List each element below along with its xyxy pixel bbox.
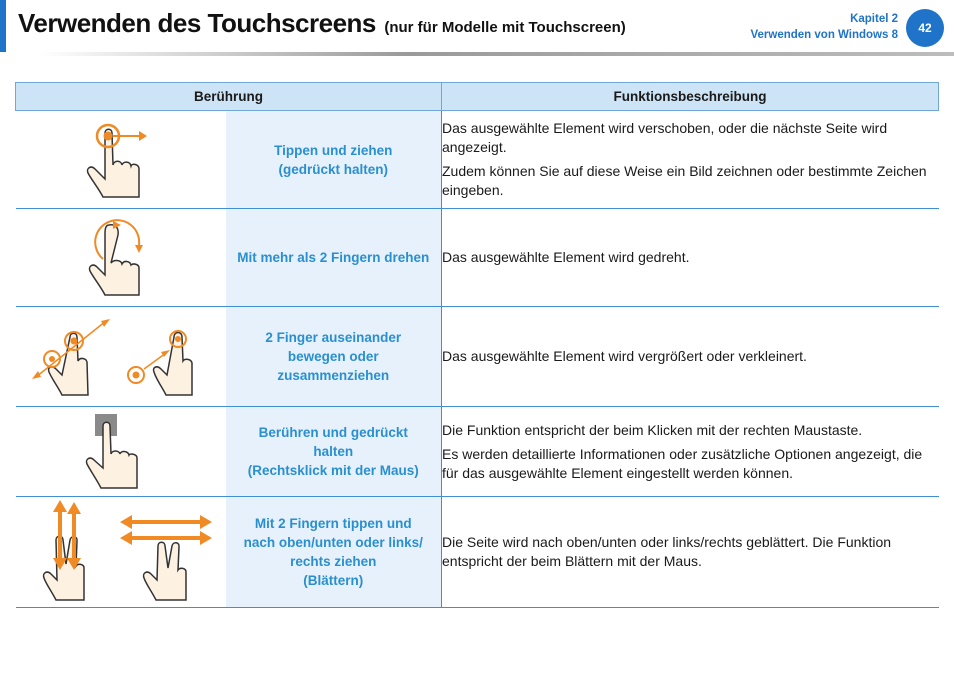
description-text: Die Funktion entspricht der beim Klicken… bbox=[442, 421, 863, 438]
gesture-label: zusammenziehen bbox=[277, 368, 390, 383]
description-text: Es werden detaillierte Informationen ode… bbox=[442, 445, 923, 481]
description-cell: Das ausgewählte Element wird verschoben,… bbox=[441, 110, 939, 209]
two-finger-scroll-gesture-icon bbox=[42, 500, 212, 601]
tap-and-drag-gesture-icon bbox=[86, 123, 147, 198]
gesture-label: halten bbox=[313, 444, 354, 459]
gesture-label: (Blättern) bbox=[303, 573, 364, 588]
gesture-icon-cell bbox=[15, 110, 226, 209]
page-title-block: Verwenden des Touchscreens (nur für Mode… bbox=[18, 8, 626, 39]
gesture-name-cell: 2 Finger auseinander bewegen oder zusamm… bbox=[225, 306, 442, 407]
gesture-label: Berühren und gedrückt bbox=[258, 425, 408, 440]
gesture-label: Tippen und ziehen bbox=[274, 142, 393, 158]
page-number-badge: 42 bbox=[906, 9, 944, 47]
description-text: Das ausgewählte Element wird gedreht. bbox=[442, 249, 690, 265]
header-divider bbox=[40, 52, 954, 56]
header-accent-bar bbox=[0, 0, 6, 52]
gesture-name-cell: Mit mehr als 2 Fingern drehen bbox=[225, 208, 442, 307]
table-row: Mit 2 Fingern tippen und nach oben/unten… bbox=[15, 496, 939, 608]
gesture-name-cell: Berühren und gedrückt halten (Rechtsklic… bbox=[225, 406, 442, 497]
description-text: Das ausgewählte Element wird vergrößert … bbox=[442, 348, 807, 364]
gesture-icon-cell bbox=[15, 208, 226, 307]
table-header-row: Berührung Funktionsbeschreibung bbox=[15, 82, 939, 111]
pinch-zoom-gesture-icon bbox=[31, 318, 193, 396]
gesture-table: Berührung Funktionsbeschreibung Tippen u… bbox=[15, 82, 939, 608]
chapter-label: Kapitel 2 bbox=[850, 13, 898, 25]
gesture-label: 2 Finger auseinander bbox=[265, 330, 402, 345]
description-text: Die Seite wird nach oben/unten oder link… bbox=[442, 534, 892, 569]
gesture-label: rechts ziehen bbox=[290, 554, 377, 569]
gesture-label: (gedrückt halten) bbox=[278, 161, 388, 177]
page-subtitle: (nur für Modelle mit Touchscreen) bbox=[384, 19, 626, 36]
description-cell: Das ausgewählte Element wird gedreht. bbox=[441, 208, 939, 307]
description-cell: Das ausgewählte Element wird vergrößert … bbox=[441, 306, 939, 407]
table-row: Tippen und ziehen (gedrückt halten) Das … bbox=[15, 110, 939, 209]
description-text: Das ausgewählte Element wird verschoben,… bbox=[442, 120, 888, 155]
gesture-label: Mit 2 Fingern tippen und bbox=[254, 516, 412, 531]
description-text: Zudem können Sie auf diese Weise ein Bil… bbox=[442, 163, 927, 198]
gesture-label: Mit mehr als 2 Fingern drehen bbox=[237, 250, 430, 265]
gesture-icon-cell bbox=[15, 406, 226, 497]
column-header-description: Funktionsbeschreibung bbox=[441, 82, 939, 111]
section-label: Verwenden von Windows 8 bbox=[750, 29, 898, 41]
table-row: 2 Finger auseinander bewegen oder zusamm… bbox=[15, 306, 939, 407]
description-cell: Die Seite wird nach oben/unten oder link… bbox=[441, 496, 939, 608]
gesture-label: bewegen oder bbox=[287, 349, 379, 364]
chapter-info: Kapitel 2 Verwenden von Windows 8 bbox=[750, 11, 898, 43]
page-title: Verwenden des Touchscreens bbox=[18, 8, 376, 38]
gesture-icon-cell bbox=[15, 306, 226, 407]
gesture-name-cell: Tippen und ziehen (gedrückt halten) bbox=[225, 110, 442, 209]
gesture-label: (Rechtsklick mit der Maus) bbox=[247, 463, 419, 478]
table-row: Berühren und gedrückt halten (Rechtsklic… bbox=[15, 406, 939, 497]
gesture-name-cell: Mit 2 Fingern tippen und nach oben/unten… bbox=[225, 496, 442, 608]
rotate-gesture-icon bbox=[88, 218, 143, 296]
column-header-touch: Berührung bbox=[15, 82, 442, 111]
gesture-label: nach oben/unten oder links/ bbox=[243, 535, 423, 550]
press-and-hold-gesture-icon bbox=[85, 413, 138, 489]
gesture-icon-cell bbox=[15, 496, 226, 608]
description-cell: Die Funktion entspricht der beim Klicken… bbox=[441, 406, 939, 497]
table-row: Mit mehr als 2 Fingern drehen Das ausgew… bbox=[15, 208, 939, 307]
